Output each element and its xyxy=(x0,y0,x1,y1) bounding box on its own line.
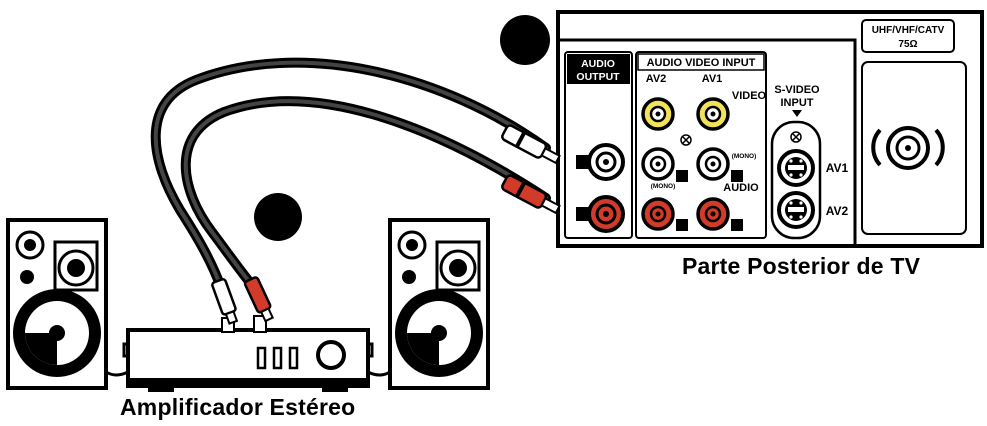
badge-l-icon: L xyxy=(676,170,688,183)
svg-text:R: R xyxy=(579,209,587,221)
antenna-coax-jack xyxy=(871,126,945,170)
audio-label: AUDIO xyxy=(723,182,759,194)
badge-l-icon: L xyxy=(576,155,590,169)
speaker-wire-left xyxy=(105,370,129,377)
rca-cable-red xyxy=(180,96,551,295)
screw-icon xyxy=(680,134,692,146)
left-speaker xyxy=(6,218,108,390)
audio-l-av1-jack xyxy=(696,147,730,181)
av1-label: AV1 xyxy=(702,73,723,85)
svg-text:R: R xyxy=(733,221,741,232)
tv-rear-panel: AUDIO OUTPUT L R xyxy=(556,10,984,248)
red-rca-plug-amp xyxy=(243,276,275,323)
speaker-wire-right xyxy=(367,370,391,377)
s-video-label-2: INPUT xyxy=(781,97,814,109)
badge-r-icon: R xyxy=(731,219,743,232)
s-video-av2-jack xyxy=(777,191,815,229)
red-rca-plug-tv xyxy=(501,174,561,215)
step-2-badge: 2 xyxy=(254,193,302,241)
audio-output-r-jack xyxy=(587,195,625,233)
badge-l-icon: L xyxy=(731,170,743,183)
white-rca-plug-amp xyxy=(211,278,239,325)
badge-r-icon: R xyxy=(676,219,688,232)
right-speaker xyxy=(388,218,490,390)
s-video-av2-label: AV2 xyxy=(826,204,849,218)
svg-text:L: L xyxy=(679,172,685,183)
volume-knob-icon xyxy=(316,340,346,370)
audio-r-av1-jack xyxy=(696,197,730,231)
white-rca-plug-tv xyxy=(501,124,561,165)
av-input-section: AUDIO VIDEO INPUT AV2 AV1 VIDEO xyxy=(635,51,767,239)
audio-r-av2-jack xyxy=(641,197,675,231)
audio-l-av2-jack xyxy=(641,147,675,181)
av-input-title: AUDIO VIDEO INPUT xyxy=(647,57,756,69)
s-video-av1-label: AV1 xyxy=(826,161,849,175)
mono-label: (MONO) xyxy=(651,183,676,190)
video-av2-jack xyxy=(641,97,675,131)
audio-output-section: AUDIO OUTPUT L R xyxy=(564,51,633,239)
audio-output-label-1: AUDIO xyxy=(581,58,615,70)
svg-text:R: R xyxy=(678,221,686,232)
video-label: VIDEO xyxy=(732,90,767,102)
stereo-amplifier xyxy=(122,315,374,392)
s-video-av1-jack xyxy=(777,149,815,187)
audio-output-l-jack xyxy=(587,143,625,181)
svg-text:L: L xyxy=(734,172,740,183)
tv-rear-caption: Parte Posterior de TV xyxy=(682,253,921,279)
svg-text:2: 2 xyxy=(269,200,287,236)
rca-cable-white xyxy=(150,57,551,295)
antenna-label-2: 75Ω xyxy=(898,39,917,50)
step-1-badge: 1 xyxy=(500,15,550,65)
svg-text:L: L xyxy=(580,157,587,169)
mono-label: (MONO) xyxy=(732,153,757,160)
amplifier-caption: Amplificador Estéreo xyxy=(120,394,356,420)
arrow-down-icon xyxy=(792,110,802,117)
s-video-label-1: S-VIDEO xyxy=(774,84,820,96)
svg-text:1: 1 xyxy=(516,22,535,60)
s-video-section: S-VIDEO INPUT AV1 xyxy=(770,84,849,240)
badge-r-icon: R xyxy=(576,207,590,221)
av2-label: AV2 xyxy=(646,73,667,85)
video-av1-jack xyxy=(696,97,730,131)
antenna-label-1: UHF/VHF/CATV xyxy=(872,25,945,36)
audio-output-label-2: OUTPUT xyxy=(576,71,620,83)
screw-icon xyxy=(790,131,802,143)
antenna-section: UHF/VHF/CATV 75Ω xyxy=(861,19,967,235)
